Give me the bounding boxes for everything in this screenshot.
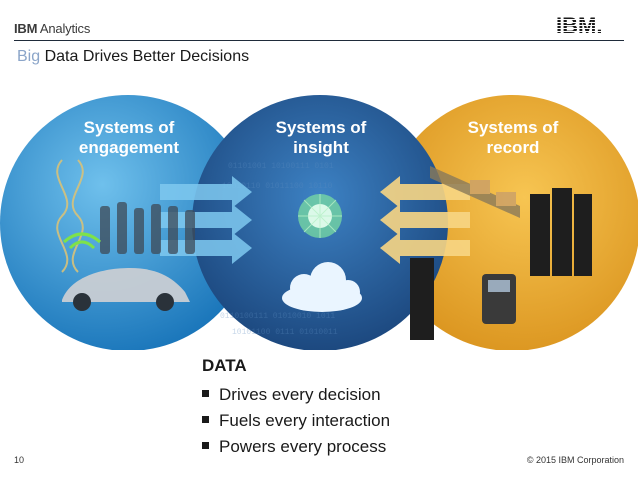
data-heading: DATA	[202, 356, 247, 375]
brand-rest: Analytics	[37, 21, 91, 36]
bullet-square-icon	[202, 390, 209, 397]
title-accent: Big	[17, 48, 41, 65]
bullet-square-icon	[202, 442, 209, 449]
network-globe	[298, 194, 342, 238]
cloud-icon	[282, 262, 362, 312]
server-racks	[410, 188, 592, 340]
copyright: © 2015 IBM Corporation	[526, 455, 624, 465]
wifi-icon	[63, 232, 101, 250]
payment-terminal	[482, 274, 516, 324]
conveyor	[430, 166, 520, 218]
ibm-logo-icon: IBM.	[556, 14, 602, 36]
dna-helix	[56, 159, 84, 273]
svg-text:10010110 01011100 10110: 10010110 01011100 10110	[222, 182, 333, 191]
record-circle	[384, 95, 638, 350]
svg-text:10101100 0111 01010011: 10101100 0111 01010011	[232, 328, 338, 337]
slide-title: Big Data Drives Better Decisions	[17, 48, 249, 66]
page-number: 10	[14, 455, 25, 465]
title-rest: Data Drives Better Decisions	[40, 48, 250, 65]
bullet-item: Drives every decision	[202, 382, 390, 408]
car	[62, 268, 190, 311]
bullet-item: Fuels every interaction	[202, 408, 390, 434]
ibm-logo-text: IBM.	[556, 14, 602, 36]
svg-text:01101001 10100111 0101: 01101001 10100111 0101	[228, 162, 334, 171]
arrows-left	[160, 176, 252, 264]
people-figures	[100, 202, 195, 254]
arrows-right	[380, 176, 470, 264]
svg-text:0110100111 01010010 1011: 0110100111 01010010 1011	[220, 312, 335, 321]
bullet-square-icon	[202, 416, 209, 423]
data-bullets: DATA Drives every decision Fuels every i…	[202, 356, 390, 460]
three-systems-graphic: 01101001 10100111 0101 10010110 01011100…	[0, 88, 638, 350]
brand-bold: IBM	[14, 21, 38, 36]
ibm-analytics-brand: IBM Analytics	[14, 21, 90, 36]
bullet-item: Powers every process	[202, 434, 390, 460]
header-divider	[14, 40, 624, 41]
engagement-circle	[0, 95, 256, 350]
